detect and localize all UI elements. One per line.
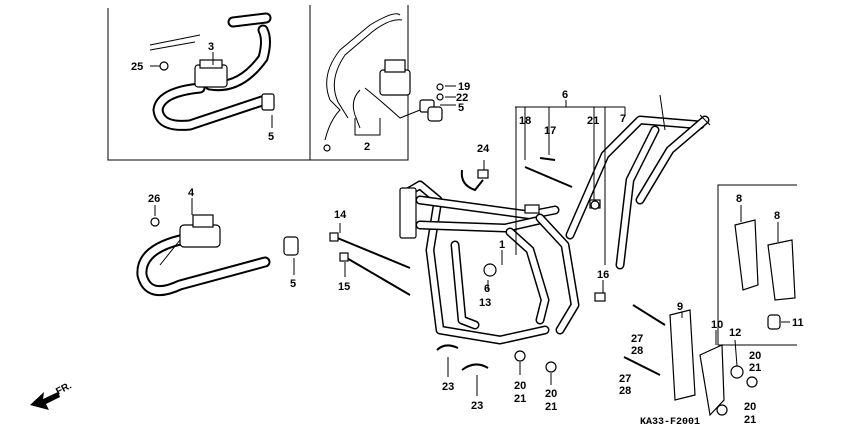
part-2-coil-wiring bbox=[323, 13, 444, 152]
callout-21-right: 21 bbox=[749, 362, 761, 374]
engine-hanger-box bbox=[717, 184, 797, 346]
part-24-clamp bbox=[460, 169, 489, 192]
callout-20-frame-left: 20 bbox=[514, 380, 526, 392]
callout-20-right: 20 bbox=[749, 350, 761, 362]
callout-5-mid: 5 bbox=[290, 278, 296, 290]
callout-25: 25 bbox=[131, 61, 143, 73]
part-23-bands bbox=[436, 344, 489, 371]
part-3-ignition-coil bbox=[149, 12, 275, 131]
callout-12: 12 bbox=[729, 327, 741, 339]
callout-20-frame-right: 20 bbox=[545, 388, 557, 400]
callout-28-upper: 28 bbox=[631, 345, 643, 357]
callout-16: 16 bbox=[597, 269, 609, 281]
front-direction-indicator: FR. bbox=[30, 380, 74, 410]
callout-8-left: 8 bbox=[736, 193, 742, 205]
callout-26: 26 bbox=[148, 193, 160, 205]
front-arrow-icon bbox=[30, 392, 60, 410]
diagram-code: KA33-F2001 bbox=[640, 417, 700, 428]
callout-19: 19 bbox=[458, 81, 470, 93]
callout-17: 17 bbox=[544, 125, 556, 137]
callout-6-top: 6 bbox=[562, 89, 568, 101]
callout-1: 1 bbox=[499, 239, 505, 251]
part-7-rear-subframe bbox=[565, 94, 711, 270]
callout-labels: 3 25 5 19 22 5 2 6 18 17 21 7 24 26 4 14… bbox=[131, 41, 804, 426]
callout-24: 24 bbox=[477, 143, 490, 155]
callout-10: 10 bbox=[711, 319, 723, 331]
callout-27-lower: 27 bbox=[619, 373, 631, 385]
callout-21-frame-left: 21 bbox=[514, 393, 526, 405]
callout-15: 15 bbox=[338, 281, 350, 293]
callout-20-bottom: 20 bbox=[744, 401, 756, 413]
callout-5-right: 5 bbox=[458, 102, 464, 114]
callout-13: 13 bbox=[479, 297, 491, 309]
part-1-main-frame bbox=[399, 180, 580, 345]
front-direction-label: FR. bbox=[54, 380, 74, 397]
callout-7: 7 bbox=[620, 113, 626, 125]
callout-8-right: 8 bbox=[774, 210, 780, 222]
callout-4: 4 bbox=[188, 187, 195, 199]
callout-23-lower: 23 bbox=[471, 400, 483, 412]
callout-28-lower: 28 bbox=[619, 385, 631, 397]
callout-27-upper: 27 bbox=[631, 333, 643, 345]
leader-lines bbox=[150, 52, 790, 396]
callout-11: 11 bbox=[792, 317, 804, 329]
callout-21-bottom: 21 bbox=[744, 414, 756, 426]
part-5-spark-plug-caps bbox=[283, 106, 443, 256]
callout-14: 14 bbox=[334, 209, 347, 221]
callout-5-top: 5 bbox=[268, 131, 274, 143]
callout-6-mid: 6 bbox=[484, 283, 490, 295]
engine-hanger-plates bbox=[669, 309, 744, 417]
callout-22: 22 bbox=[456, 92, 468, 104]
callout-2: 2 bbox=[364, 141, 370, 153]
callout-21-frame-right: 21 bbox=[545, 401, 557, 413]
long-bolts bbox=[329, 157, 606, 302]
callout-23-upper: 23 bbox=[442, 381, 454, 393]
callout-18: 18 bbox=[519, 115, 531, 127]
callout-21-top: 21 bbox=[587, 115, 599, 127]
callout-9: 9 bbox=[677, 301, 683, 313]
hanger-bolts-and-nuts bbox=[514, 200, 758, 416]
callout-3: 3 bbox=[208, 41, 214, 53]
part-4-ignition-coil bbox=[136, 214, 271, 297]
